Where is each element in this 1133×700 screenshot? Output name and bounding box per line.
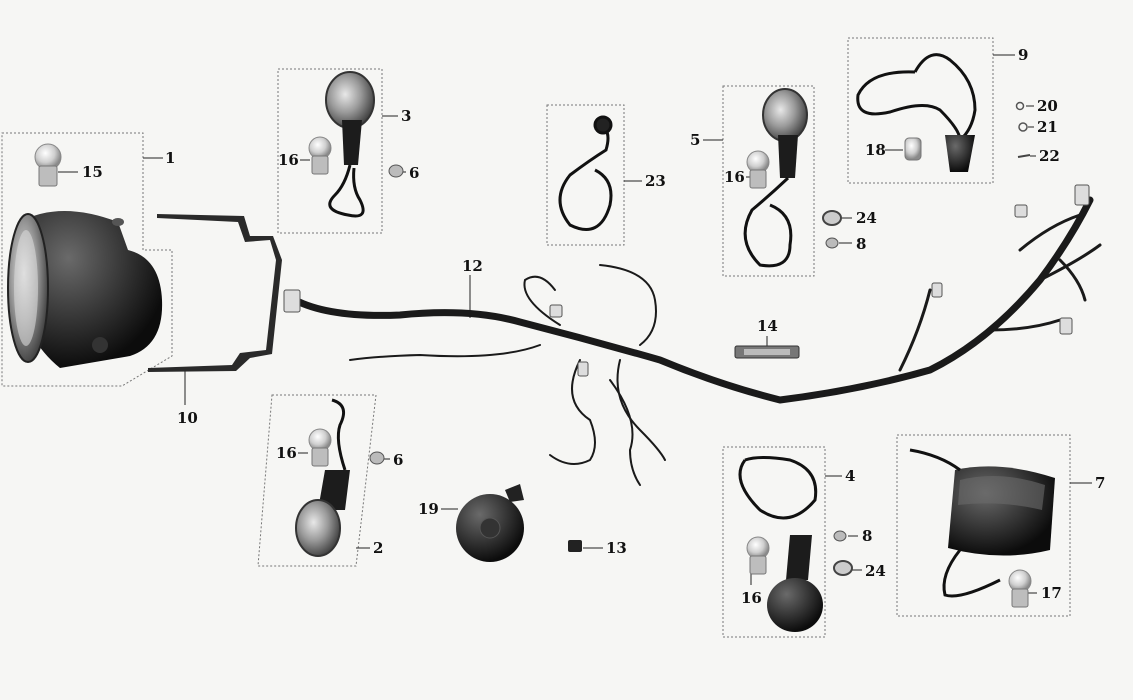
callout-2: 2: [373, 539, 384, 557]
callout-20: 20: [1037, 97, 1058, 115]
callout-15: 15: [82, 163, 103, 181]
box-turn-signal-3: [277, 68, 383, 234]
turn-signal-2: [295, 398, 350, 557]
bulb-16c: [746, 150, 770, 189]
callout-1: 1: [165, 149, 176, 167]
switch-13: [568, 540, 582, 552]
callout-13: 13: [606, 539, 627, 557]
bulb-16b: [308, 428, 332, 467]
callout-21: 21: [1037, 118, 1058, 136]
pin-22: [1017, 154, 1031, 158]
callout-6a: 6: [409, 164, 420, 182]
callout-24b: 24: [865, 562, 886, 580]
turn-signal-5: [743, 88, 808, 268]
plug-9: [945, 135, 975, 172]
callout-3: 3: [401, 107, 412, 125]
turn-signal-4: [738, 456, 823, 632]
harness-connectors: [283, 184, 1090, 377]
box-cable-9: [847, 37, 994, 184]
callout-17: 17: [1041, 584, 1062, 602]
fuse-14-window: [744, 349, 790, 355]
nut-8a: [825, 237, 839, 249]
callout-8b: 8: [862, 527, 873, 545]
cable-23: [558, 115, 613, 231]
callout-22: 22: [1039, 147, 1060, 165]
box-headlight: [1, 132, 173, 387]
bulb-17: [1008, 569, 1032, 608]
bulb-18: [904, 137, 922, 161]
callout-14: 14: [757, 317, 778, 335]
leader-lines: [58, 54, 1092, 594]
washer-24a: [822, 210, 842, 226]
callout-8a: 8: [856, 235, 867, 253]
box-cable-23: [546, 104, 625, 246]
callout-18: 18: [865, 141, 886, 159]
callout-16d: 16: [741, 589, 762, 607]
callout-16a: 16: [278, 151, 299, 169]
callout-24a: 24: [856, 209, 877, 227]
callout-4: 4: [845, 467, 856, 485]
washer-24b: [833, 560, 853, 576]
box-tail-light-7: [896, 434, 1071, 617]
callout-5: 5: [690, 131, 701, 149]
callout-9: 9: [1018, 46, 1029, 64]
callout-12: 12: [462, 257, 483, 275]
bulb-16d: [746, 536, 770, 575]
box-turn-signal-2: [257, 394, 377, 567]
callout-7: 7: [1095, 474, 1106, 492]
headlight-bracket-10: [148, 214, 282, 372]
nut-6b: [369, 451, 385, 465]
bulb-16a: [308, 136, 332, 175]
callout-16c: 16: [724, 168, 745, 186]
ring-21: [1018, 122, 1028, 132]
callout-19: 19: [418, 500, 439, 518]
group-boxes: [1, 37, 1071, 638]
box-turn-signal-5: [722, 85, 815, 277]
bulb-15: [34, 143, 62, 187]
callout-6b: 6: [393, 451, 404, 469]
nut-8b: [833, 530, 847, 542]
callout-16b: 16: [276, 444, 297, 462]
cable-9: [856, 53, 977, 142]
turn-signal-3: [325, 71, 375, 218]
horn-19: [456, 484, 524, 562]
nut-6a: [388, 164, 404, 178]
callout-23: 23: [645, 172, 666, 190]
callout-10: 10: [177, 409, 198, 427]
tail-light-7: [909, 448, 1055, 598]
ring-20: [1015, 101, 1025, 111]
box-turn-signal-4: [722, 446, 826, 638]
wiring-harness-12: [291, 196, 1102, 486]
headlight-assembly: [7, 211, 163, 368]
